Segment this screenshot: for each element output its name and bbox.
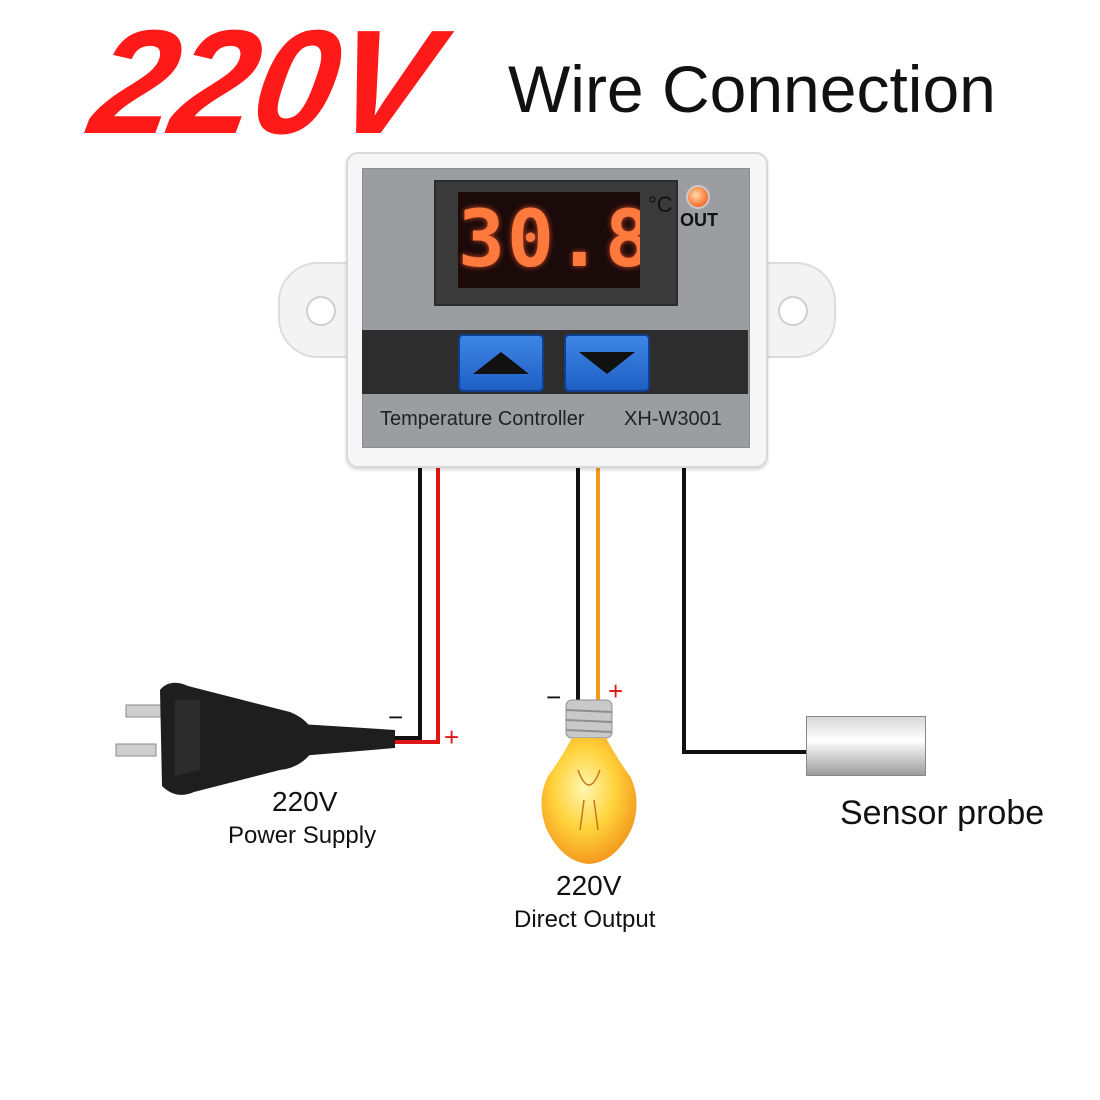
controller-name: Temperature Controller — [380, 408, 585, 430]
diagram-title: Wire Connection — [508, 52, 996, 126]
out-led-icon — [686, 185, 710, 209]
sensor-wire — [682, 464, 806, 754]
direct-output-label: Direct Output — [514, 906, 656, 933]
output-plus-sign: + — [608, 676, 624, 706]
power-minus-sign: − — [388, 702, 404, 732]
power-wire-red — [392, 464, 440, 744]
output-voltage-label: 220V — [556, 870, 622, 901]
power-wire-black — [385, 464, 422, 740]
power-supply-label: Power Supply — [228, 822, 377, 849]
power-voltage-label: 220V — [272, 786, 338, 817]
power-plus-sign: + — [444, 722, 460, 752]
sensor-probe — [806, 716, 926, 776]
output-minus-sign: − — [546, 682, 562, 712]
triangle-down-icon — [579, 352, 635, 374]
sensor-probe-label: Sensor probe — [840, 794, 1045, 832]
button-band — [362, 330, 748, 394]
down-button[interactable] — [564, 334, 650, 392]
up-button[interactable] — [458, 334, 544, 392]
light-bulb-icon — [541, 699, 637, 864]
out-indicator-label: OUT — [680, 210, 718, 230]
mounting-hole-left — [306, 296, 336, 326]
temperature-readout: 30.8 — [458, 195, 640, 285]
triangle-up-icon — [473, 352, 529, 374]
temperature-display: 30.8 — [458, 192, 640, 288]
mounting-hole-right — [778, 296, 808, 326]
unit-label: °C — [648, 192, 673, 217]
controller-model: XH-W3001 — [624, 408, 722, 430]
power-plug-icon — [115, 682, 395, 795]
